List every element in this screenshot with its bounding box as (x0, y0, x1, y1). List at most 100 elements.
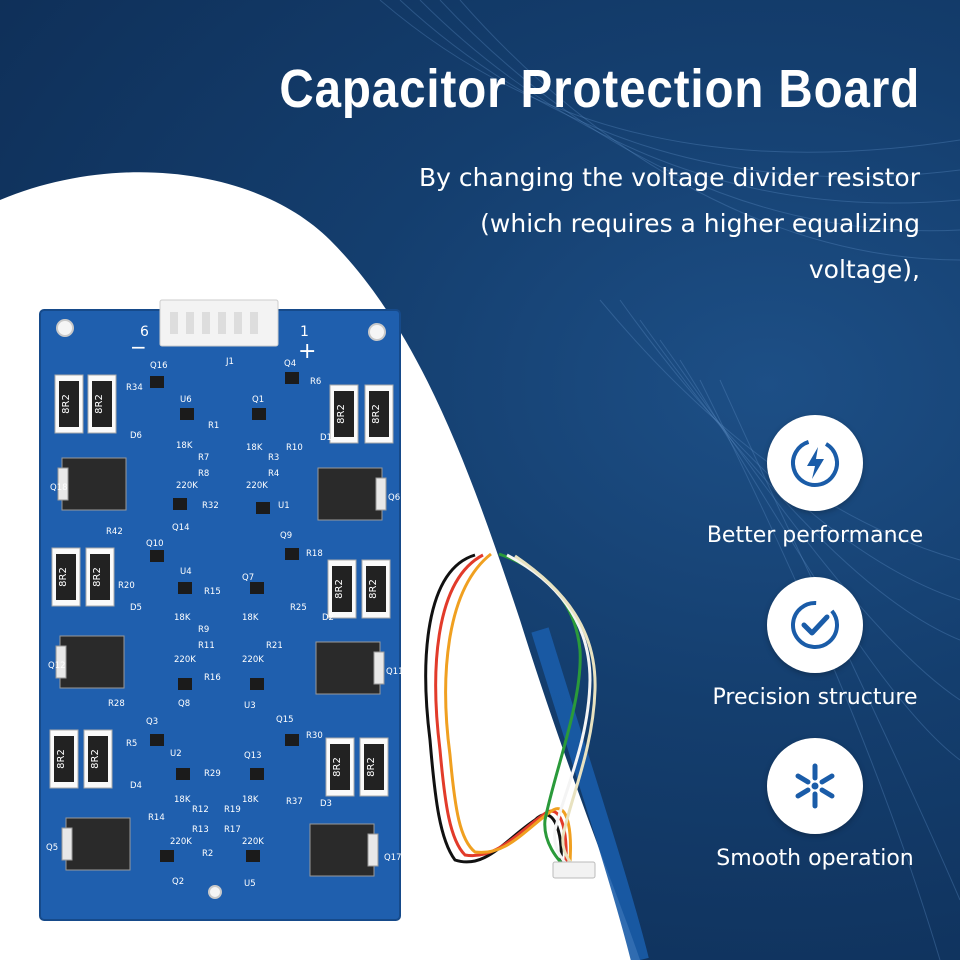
feature-label: Better performance (706, 523, 924, 548)
feature-smooth: Smooth operation (700, 738, 930, 871)
resistor-marking: 8R2 (366, 757, 377, 777)
silkscreen-label: R15 (204, 587, 221, 597)
resistor-marking: 8R2 (56, 749, 67, 769)
subtitle-line: voltage), (808, 255, 920, 284)
resistor-marking: 8R2 (94, 394, 105, 414)
silkscreen-label: Q15 (276, 715, 294, 725)
subtitle: By changing the voltage divider resistor… (320, 155, 920, 293)
silkscreen-label: R18 (306, 549, 323, 559)
subtitle-line: By changing the voltage divider resistor (419, 163, 920, 192)
silkscreen-label: U6 (180, 395, 192, 405)
pcb-board: 6 1 − + 8R2 8R2 8R2 8R2 8R2 8R2 8R2 8R2 … (39, 299, 404, 921)
silkscreen-label: Q1 (252, 395, 264, 405)
polarity-label: − (130, 335, 147, 359)
silkscreen-label: R11 (198, 641, 215, 651)
silkscreen-label: Q5 (46, 843, 58, 853)
silkscreen-label: Q4 (284, 359, 296, 369)
silkscreen-label: R34 (126, 383, 143, 393)
silkscreen-label: R25 (290, 603, 307, 613)
subtitle-line: (which requires a higher equalizing (480, 209, 920, 238)
silkscreen-label: Q9 (280, 531, 292, 541)
silkscreen-label: D4 (130, 781, 142, 791)
silkscreen-label: R9 (198, 625, 209, 635)
feature-label: Smooth operation (716, 846, 914, 871)
silkscreen-label: R19 (224, 805, 241, 815)
silkscreen-label: R6 (310, 377, 321, 387)
silkscreen-label: R12 (192, 805, 209, 815)
resistor-marking: 8R2 (332, 757, 343, 777)
pin-label: 1 (300, 324, 309, 340)
silkscreen-label: 220K (242, 655, 264, 665)
silkscreen-label: J1 (225, 357, 234, 367)
silkscreen-label: R29 (204, 769, 221, 779)
silkscreen-label: R4 (268, 469, 279, 479)
mounting-hole (368, 323, 386, 341)
silkscreen-label: 18K (246, 443, 263, 453)
resistor-marking: 8R2 (90, 749, 101, 769)
mounting-hole (56, 319, 74, 337)
silkscreen-label: Q8 (178, 699, 190, 709)
silkscreen-label: R20 (118, 581, 135, 591)
asterisk-icon (767, 738, 863, 834)
feature-precision: Precision structure (700, 577, 930, 710)
power-resistors: 8R2 8R2 8R2 8R2 8R2 8R2 8R2 8R2 8R2 8R2 … (49, 374, 394, 797)
feature-label: Precision structure (712, 685, 918, 710)
silkscreen-label: 220K (246, 481, 268, 491)
resistor-marking: 8R2 (58, 567, 69, 587)
silkscreen-label: 220K (242, 837, 264, 847)
silkscreen-label: R37 (286, 797, 303, 807)
silkscreen-label: Q13 (244, 751, 262, 761)
silkscreen-label: R2 (202, 849, 213, 859)
silkscreen-label: R14 (148, 813, 165, 823)
check-circle-icon (767, 577, 863, 673)
silkscreen-label: Q10 (146, 539, 164, 549)
silkscreen-label: Q16 (150, 361, 168, 371)
silkscreen-label: R30 (306, 731, 323, 741)
silkscreen-label: D2 (322, 613, 334, 623)
silkscreen-label: Q7 (242, 573, 254, 583)
silkscreen-label: R3 (268, 453, 279, 463)
silkscreen-label: D1 (320, 433, 332, 443)
silkscreen-label: D5 (130, 603, 142, 613)
silkscreen-label: Q14 (172, 523, 190, 533)
silkscreen-label: D3 (320, 799, 332, 809)
silkscreen-label: Q12 (48, 661, 66, 671)
lightning-power-icon (767, 415, 863, 511)
silkscreen-label: R1 (208, 421, 219, 431)
resistor-marking: 8R2 (371, 404, 382, 424)
silkscreen-label: Q3 (146, 717, 158, 727)
silkscreen-label: R28 (108, 699, 125, 709)
silkscreen-label: Q17 (384, 853, 402, 863)
silkscreen-label: 18K (242, 795, 259, 805)
resistor-marking: 8R2 (336, 404, 347, 424)
silkscreen-label: 220K (170, 837, 192, 847)
silkscreen-label: Q11 (386, 667, 404, 677)
silkscreen-label: R8 (198, 469, 209, 479)
silkscreen-label: U1 (278, 501, 290, 511)
silkscreen-label: 18K (242, 613, 259, 623)
wire-harness (424, 552, 597, 879)
small-ics (150, 372, 299, 862)
silkscreen-label: R21 (266, 641, 283, 651)
silkscreen-label: 18K (174, 795, 191, 805)
silkscreen-label: R16 (204, 673, 221, 683)
mounting-hole (208, 885, 222, 899)
resistor-marking: 8R2 (368, 579, 379, 599)
resistor-marking: 8R2 (334, 579, 345, 599)
silkscreen-label: 220K (174, 655, 196, 665)
silkscreen-label: U2 (170, 749, 182, 759)
silkscreen-label: U5 (244, 879, 256, 889)
silkscreen-label: U4 (180, 567, 192, 577)
pin-label: 6 (140, 324, 149, 340)
silkscreen-label: 220K (176, 481, 198, 491)
silkscreen-label: U3 (244, 701, 256, 711)
silkscreen-label: R17 (224, 825, 241, 835)
silkscreen-label: R10 (286, 443, 303, 453)
silkscreen-label: Q18 (50, 483, 68, 493)
silkscreen-label: R32 (202, 501, 219, 511)
polarity-label: + (298, 339, 316, 364)
silkscreen-label: R13 (192, 825, 209, 835)
feature-performance: Better performance (700, 415, 930, 548)
silkscreen-label: 18K (174, 613, 191, 623)
silkscreen-label: R7 (198, 453, 209, 463)
